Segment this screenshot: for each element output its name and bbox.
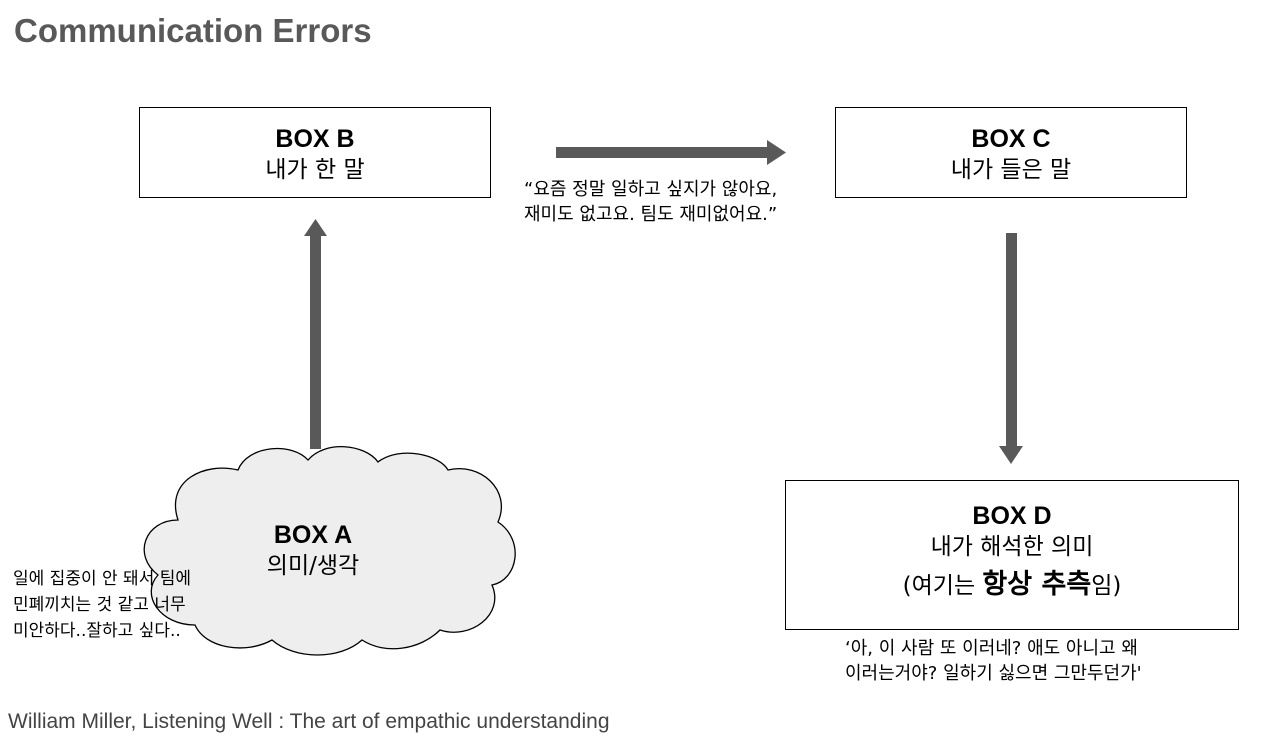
arrow-c-to-d <box>999 233 1023 464</box>
spoken-quote-line: 재미도 없고요. 팀도 재미없어요.” <box>524 204 778 225</box>
box-a: BOX A 의미/생각 <box>218 520 408 582</box>
cloud-shape <box>143 446 516 656</box>
spoken-quote: “요즘 정말 일하고 싶지가 않아요, 재미도 없고요. 팀도 재미없어요.” <box>524 177 777 227</box>
note-a-line: 민폐끼치는 것 같고 너무 <box>13 595 186 615</box>
interpreted-quote-line: 이러는거야? 일하기 싫으면 그만두던가' <box>845 663 1142 684</box>
box-d-note-close: 임) <box>1091 573 1122 599</box>
box-b-heading: BOX B <box>275 125 355 153</box>
box-d: BOX D 내가 해석한 의미 (여기는 항상 추측임) <box>785 480 1239 630</box>
box-d-note-open: (여기는 <box>902 573 983 599</box>
box-a-thought-note: 일에 집중이 안 돼서 팀에 민폐끼치는 것 같고 너무 미안하다..잘하고 싶… <box>13 566 191 644</box>
box-d-heading: BOX D <box>972 502 1052 530</box>
box-c-heading: BOX C <box>971 125 1051 153</box>
arrow-a-to-b <box>304 219 327 449</box>
box-c: BOX C 내가 들은 말 <box>835 107 1187 198</box>
note-a-line: 일에 집중이 안 돼서 팀에 <box>13 569 192 589</box>
arrow-b-to-c <box>556 140 786 165</box>
interpreted-quote: ‘아, 이 사람 또 이러네? 애도 아니고 왜 이러는거야? 일하기 싫으면 … <box>845 636 1142 686</box>
source-credit: William Miller, Listening Well : The art… <box>8 710 610 733</box>
box-d-note-bold: 항상 추측 <box>982 569 1092 600</box>
box-a-heading: BOX A <box>273 521 353 549</box>
box-b-label: 내가 한 말 <box>265 157 365 183</box>
box-a-label: 의미/생각 <box>266 553 360 579</box>
box-d-note: (여기는 항상 추측임) <box>786 569 1238 602</box>
note-a-line: 미안하다..잘하고 싶다.. <box>13 621 181 641</box>
page-title: Communication Errors <box>14 12 372 49</box>
box-c-label: 내가 들은 말 <box>950 157 1072 183</box>
interpreted-quote-line: ‘아, 이 사람 또 이러네? 애도 아니고 왜 <box>845 638 1138 659</box>
spoken-quote-line: “요즘 정말 일하고 싶지가 않아요, <box>524 179 778 200</box>
box-b: BOX B 내가 한 말 <box>139 107 491 198</box>
box-d-label: 내가 해석한 의미 <box>930 534 1094 560</box>
